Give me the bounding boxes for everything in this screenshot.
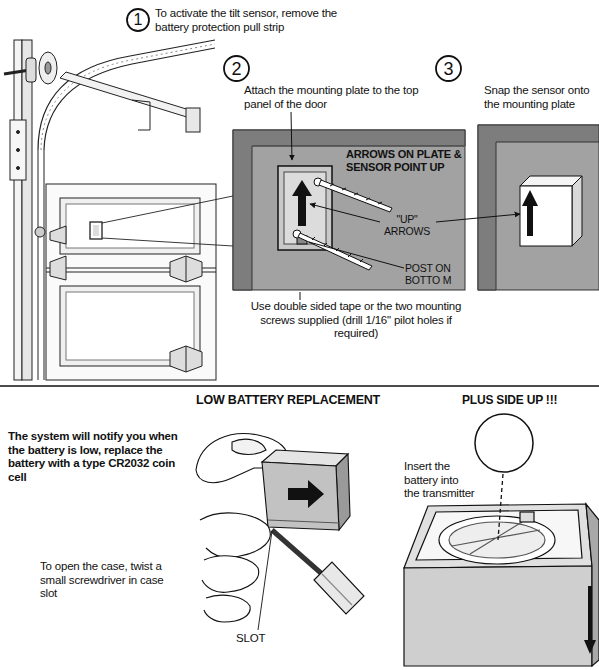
circle-outline bbox=[474, 413, 534, 473]
sensor-inset bbox=[478, 125, 599, 290]
instruction-text: POST ON BOTTO M bbox=[405, 262, 463, 287]
leader-line bbox=[258, 531, 272, 630]
hand-case-illustration bbox=[196, 434, 364, 622]
transmitter-box bbox=[404, 504, 599, 666]
callout-digit: 2 bbox=[231, 60, 241, 78]
garage-door bbox=[4, 40, 216, 380]
section-heading: PLUS SIDE UP !!! bbox=[462, 393, 557, 407]
callout-number: 2 bbox=[223, 55, 250, 82]
callout-number: 3 bbox=[435, 55, 462, 82]
callout-number bbox=[372, 464, 399, 491]
callout-digit: 1 bbox=[134, 12, 143, 28]
section-heading: ARROWS ON PLATE & SENSOR POINT UP bbox=[346, 148, 464, 174]
divider-line bbox=[0, 385, 599, 386]
insert-path bbox=[498, 474, 503, 540]
instruction-text: To activate the tilt sensor, remove the … bbox=[155, 7, 373, 34]
leader-line bbox=[291, 112, 520, 300]
instruction-text: The system will notify you when the batt… bbox=[8, 430, 183, 484]
instruction-text: Use double sided tape or the two mountin… bbox=[240, 300, 472, 341]
callout-digit: 3 bbox=[443, 60, 453, 78]
instruction-text: "UP" ARROWS bbox=[380, 213, 434, 238]
leader-line bbox=[102, 196, 233, 246]
callout-number: 1 bbox=[126, 8, 150, 32]
instruction-text: Snap the sensor onto the mounting plate bbox=[484, 84, 598, 111]
coin-battery bbox=[474, 413, 534, 473]
mounting-inset bbox=[233, 130, 465, 290]
section-heading: LOW BATTERY REPLACEMENT bbox=[196, 393, 380, 408]
callout-number bbox=[8, 559, 35, 586]
instruction-text: SLOT bbox=[236, 632, 276, 646]
instruction-text: To open the case, twist a small screwdri… bbox=[40, 560, 182, 601]
instruction-text: Insert the battery into the transmitter bbox=[404, 460, 476, 501]
instruction-text: Attach the mounting plate to the top pan… bbox=[244, 84, 434, 111]
